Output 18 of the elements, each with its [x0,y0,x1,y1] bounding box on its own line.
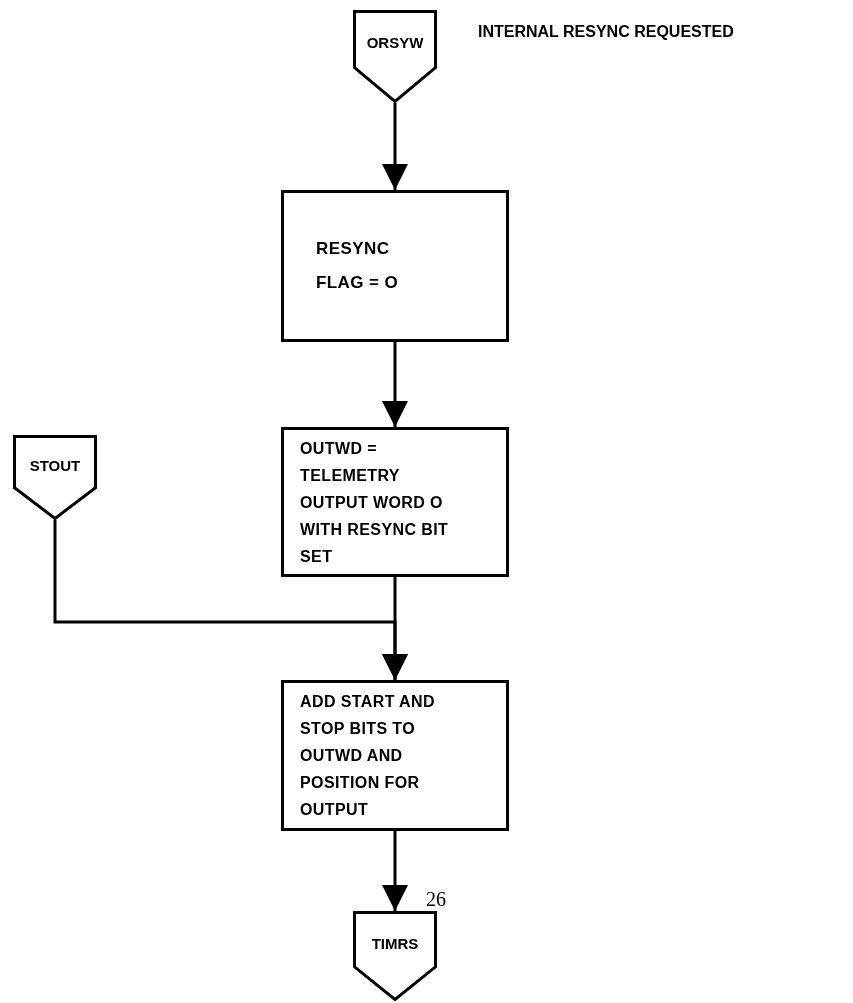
arrow [382,342,408,427]
process-box [281,427,509,577]
arrow [53,520,408,680]
process-box [281,680,509,831]
off-page-connector [13,435,97,520]
connector-label: ORSYW [365,33,425,54]
connector-caption: INTERNAL RESYNC REQUESTED [478,22,734,42]
page-number: 26 [426,887,446,912]
connector-label: STOUT [28,456,82,477]
process-box [281,190,509,342]
off-page-connector [353,911,437,1001]
process-text: ADD START AND STOP BITS TO OUTWD AND POSITION FOR OUTPUT [300,692,436,820]
off-page-connector [353,10,437,103]
process-text: OUTWD = TELEMETRY OUTPUT WORD O WITH RESYNC BIT SET [300,438,450,567]
process-text: RESYNC FLAG = O [316,238,400,294]
arrow [382,103,408,190]
arrow [382,831,408,911]
connector-label: TIMRS [370,933,420,954]
